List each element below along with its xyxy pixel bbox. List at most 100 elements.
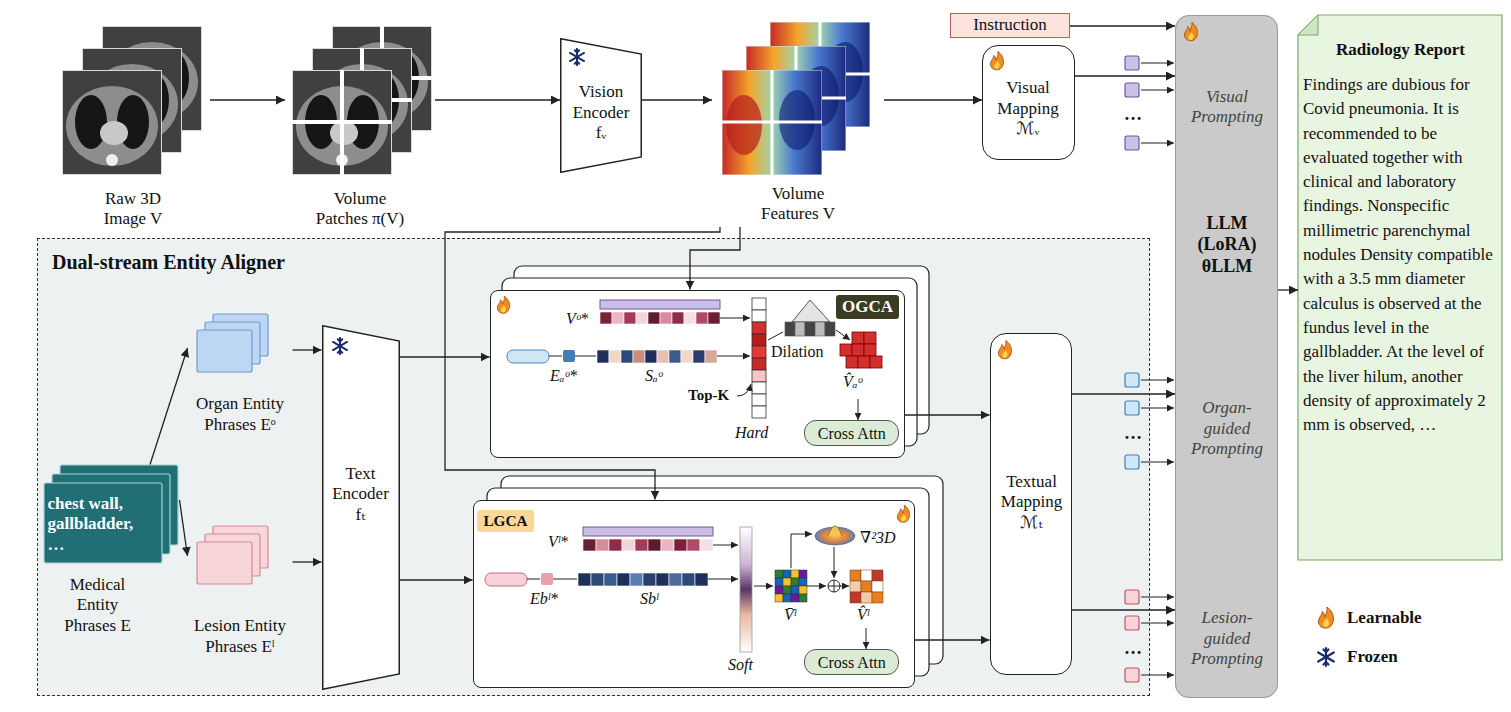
math-label: Dilation	[771, 342, 823, 361]
feature-stack: Volume Features V	[712, 12, 884, 227]
feature-maps	[722, 22, 870, 175]
ogca-internals	[752, 382, 766, 394]
connector-arrow	[884, 99, 982, 100]
lgca-internals	[578, 573, 591, 586]
ogca-internals	[852, 344, 864, 356]
legend-icon	[1315, 606, 1337, 630]
ogca-internals	[785, 322, 795, 336]
text-slot: Visual Prompting	[1182, 84, 1272, 130]
ogca-internals	[795, 322, 805, 336]
visual-tokens	[1125, 56, 1139, 150]
ogca-internals	[657, 350, 669, 363]
lgca-internals	[834, 547, 835, 578]
ct-volume	[62, 70, 162, 175]
ogca-internals	[752, 346, 766, 358]
math-label: V̂ₐᵒ	[843, 372, 862, 391]
label-slot: …	[1124, 423, 1142, 445]
math-label: Eₐᵒ*	[550, 366, 577, 385]
text-slot: Medical Entity Phrases E	[58, 573, 138, 639]
ogca-internals	[696, 312, 708, 324]
lgca-internals	[583, 527, 713, 536]
text-slot: OGCA	[835, 294, 901, 321]
ogca-internals	[858, 399, 859, 420]
node-text: Cross Attn	[818, 424, 886, 443]
lgca-internals	[783, 594, 791, 602]
node-text: Cross Attn	[818, 653, 886, 672]
label-slot: …	[1124, 638, 1142, 660]
ogca-internals	[846, 356, 858, 368]
encoder-block: Vision Encoder fᵥ	[560, 38, 642, 173]
ogca-internals	[836, 330, 850, 340]
node-heading: Visual Prompting	[1182, 87, 1272, 128]
connector-arrow	[915, 639, 990, 640]
ogca-internals	[563, 350, 575, 362]
lgca-internals	[485, 573, 527, 586]
phrase-stack: Lesion Entity Phrases Eˡ	[188, 522, 293, 662]
lgca-internals	[799, 594, 807, 602]
text-slot: LGCA	[476, 508, 536, 535]
ogca-internals	[648, 312, 660, 324]
lgca-internals	[850, 592, 861, 603]
lgca-internals	[872, 570, 883, 581]
ogca-internals	[645, 350, 657, 363]
lgca-internals	[861, 581, 872, 592]
label-slot: V̂ˡ	[857, 605, 869, 624]
ogca-internals	[705, 350, 717, 363]
lgca-internals	[578, 573, 708, 586]
math-label: Vᵒ*	[566, 309, 588, 328]
connector-arrow	[1072, 393, 1176, 394]
lgca-internals	[775, 570, 807, 602]
encoder-fill	[322, 325, 400, 690]
lgca-internals	[527, 579, 540, 580]
ogca-internals	[669, 350, 681, 363]
lgca-internals	[799, 570, 807, 578]
learnable-icon	[897, 505, 909, 522]
text-slot: Cross Attn	[805, 421, 898, 445]
ogca-internals	[549, 356, 562, 357]
label-slot: Ebˡ*	[530, 589, 558, 608]
token-arrows	[1141, 674, 1174, 675]
block-fill	[990, 333, 1072, 675]
text-slot: chest wall, gallbladder, …	[48, 487, 143, 563]
lgca-internals	[609, 539, 622, 551]
node-text: Lesion-guided Prompting	[1182, 608, 1272, 669]
learnable-icon	[497, 22, 1197, 522]
math-label: …	[1124, 638, 1142, 660]
aligner-background	[37, 238, 1150, 696]
ogca-internals	[600, 312, 720, 324]
node-heading: chest wall, gallbladder, …	[48, 494, 143, 555]
ogca-internals	[752, 406, 766, 418]
ogca-internals	[815, 322, 825, 336]
report-document: Radiology ReportFindings are dubious for…	[1298, 15, 1503, 563]
math-label: V̄ˡ	[784, 605, 796, 624]
ogca-internals	[864, 344, 876, 356]
lgca-panels	[473, 476, 943, 688]
lgca-internals	[791, 578, 799, 586]
image-stack: Raw 3D Image V	[55, 22, 210, 232]
organ-tokens	[1125, 373, 1139, 469]
lgca-internals	[485, 526, 883, 652]
lgca-internals	[872, 592, 883, 603]
lesion-tokens	[1125, 590, 1139, 604]
node-text: LGCA	[477, 510, 533, 532]
math-label: Soft	[728, 655, 753, 674]
math-label: Sbˡ	[640, 589, 658, 608]
lgca-internals	[682, 573, 695, 586]
text-slot: Raw 3D Image V	[92, 187, 174, 231]
token-arrows	[1141, 89, 1174, 90]
lgca-internals	[635, 539, 648, 551]
lgca-internals	[872, 581, 883, 592]
lgca-internals	[669, 573, 682, 586]
node-text: Vision Encoder fᵥ	[569, 82, 633, 143]
lgca-internals	[604, 573, 617, 586]
text-slot: LLM (LoRA) θLLM	[1191, 206, 1263, 284]
connector-arrow	[400, 579, 473, 580]
node-text: Instruction	[973, 15, 1047, 35]
lgca-internals	[775, 578, 783, 586]
ogca-internals	[840, 344, 852, 356]
instruction-box: Instruction	[950, 13, 1070, 38]
llm-block: Visual PromptingLLM (LoRA) θLLMOrgan-gui…	[1175, 15, 1278, 698]
